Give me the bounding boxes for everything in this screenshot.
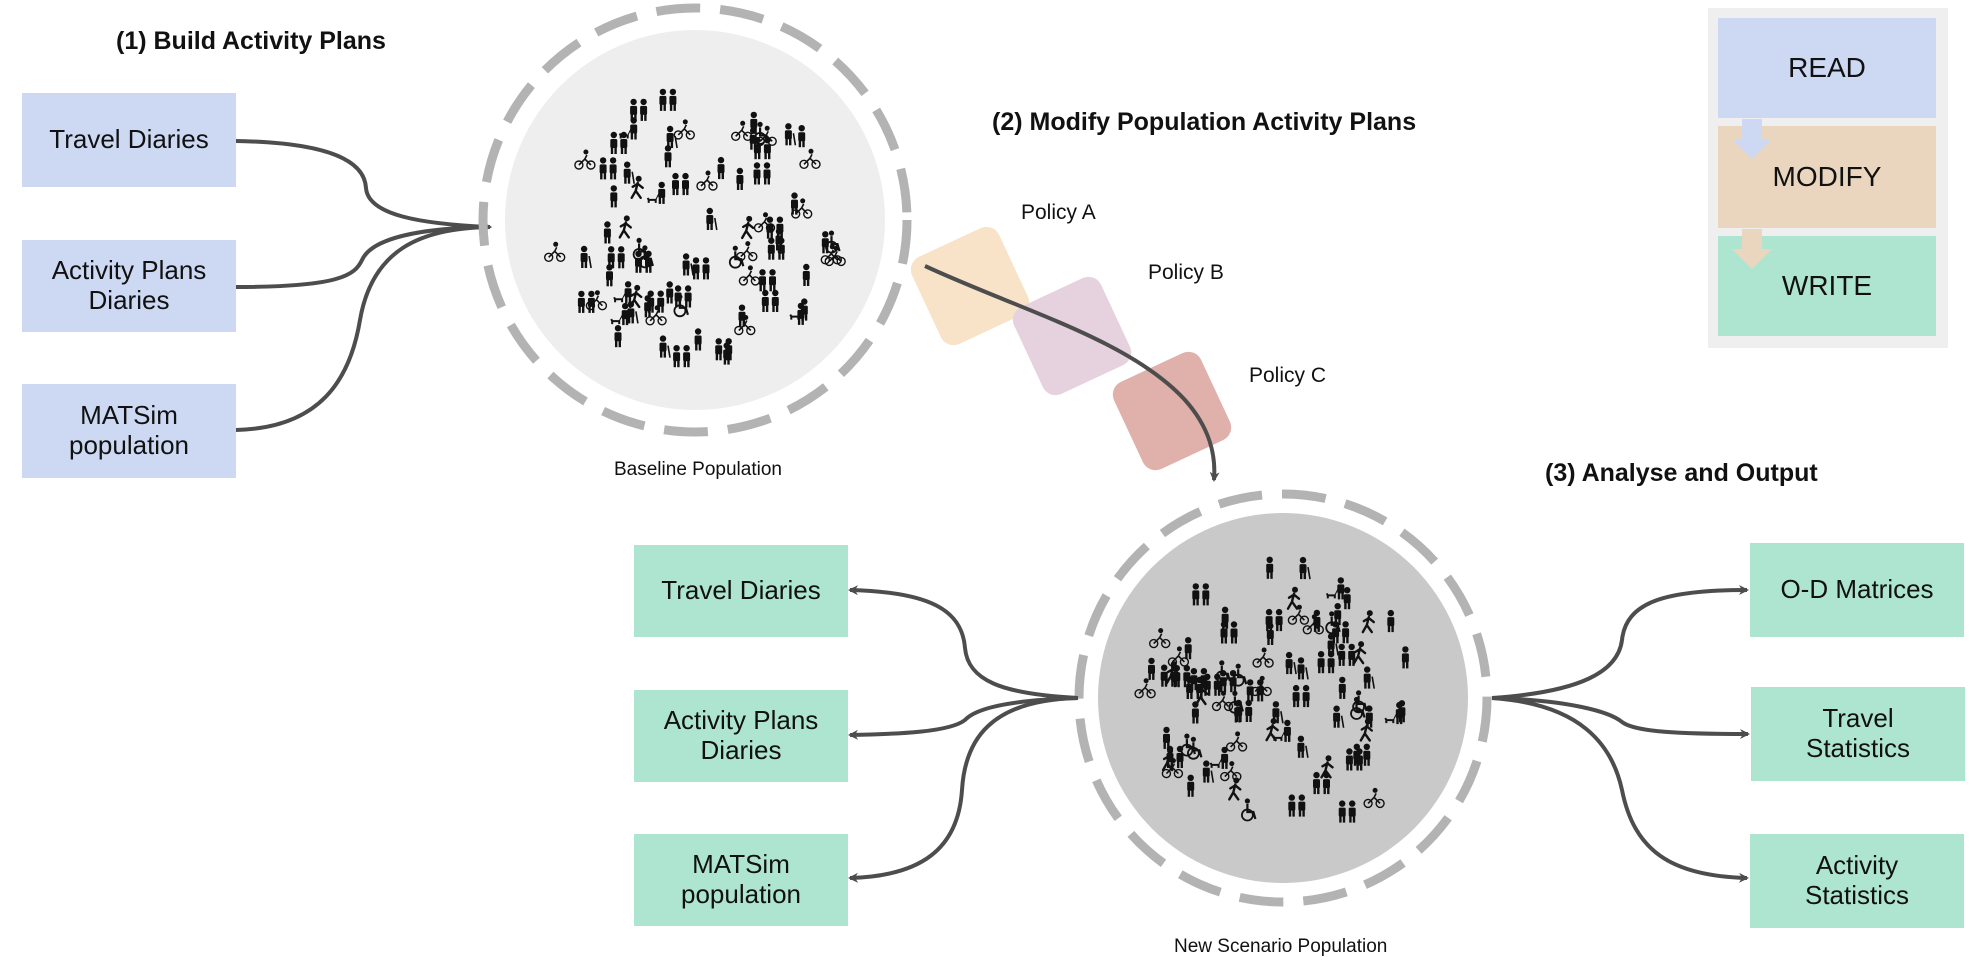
legend-read: READ xyxy=(1718,18,1936,118)
arrow-activity-plans-in xyxy=(235,222,492,289)
policy-a-label: Policy A xyxy=(1021,201,1096,224)
input-box-travel-diaries: Travel Diaries xyxy=(22,93,236,187)
legend-panel: READ MODIFY WRITE xyxy=(1708,8,1948,348)
arrow-travel-statistics xyxy=(1491,696,1750,739)
output-box-travel-diaries: Travel Diaries xyxy=(634,545,848,637)
legend-write-label: WRITE xyxy=(1781,270,1873,301)
output-box-od-matrices: O-D Matrices xyxy=(1750,543,1964,637)
output-label: MATSim population xyxy=(681,849,801,909)
policy-c-label: Policy C xyxy=(1249,364,1327,387)
output-box-matsim-population: MATSim population xyxy=(634,834,848,926)
output-label: Travel Diaries xyxy=(661,575,821,606)
legend-arrow-modify-to-write xyxy=(1732,229,1772,269)
output-box-activity-plans-diaries: Activity Plans Diaries xyxy=(634,690,848,782)
arrow-travel-diaries-out xyxy=(848,585,1079,700)
input-arrows xyxy=(235,139,492,432)
output-label: Activity Plans Diaries xyxy=(663,705,819,765)
arrow-activity-statistics xyxy=(1491,696,1749,883)
baseline-population-circle xyxy=(478,3,912,437)
input-box-matsim-population: MATSim population xyxy=(22,384,236,478)
legend-write: WRITE xyxy=(1718,236,1936,336)
heading-modify-population: (2) Modify Population Activity Plans xyxy=(992,108,1417,136)
arrow-od-matrices xyxy=(1491,585,1749,700)
arrow-matsim-in xyxy=(235,222,492,432)
legend-read-label: READ xyxy=(1788,52,1866,83)
policy-flow-arrow xyxy=(924,264,1220,482)
arrow-travel-diaries-in xyxy=(235,139,492,232)
output-label: Travel Statistics xyxy=(1805,703,1911,763)
heading-build-activity-plans: (1) Build Activity Plans xyxy=(116,27,386,55)
caption-new-scenario-population: New Scenario Population xyxy=(1174,936,1388,957)
output-arrows-right xyxy=(1491,585,1750,883)
heading-analyse-output: (3) Analyse and Output xyxy=(1545,459,1818,487)
input-box-activity-plans-diaries: Activity Plans Diaries xyxy=(22,240,236,332)
output-box-activity-statistics: Activity Statistics xyxy=(1750,834,1964,928)
input-label: Activity Plans Diaries xyxy=(51,255,207,315)
caption-baseline-population: Baseline Population xyxy=(614,459,782,480)
output-label: Activity Statistics xyxy=(1804,850,1910,910)
arrow-activity-plans-out xyxy=(848,696,1079,740)
output-label: O-D Matrices xyxy=(1780,574,1934,605)
input-label: Travel Diaries xyxy=(49,124,209,155)
arrow-matsim-out xyxy=(848,696,1079,883)
output-arrows-left xyxy=(848,585,1079,883)
legend-modify-label: MODIFY xyxy=(1772,161,1882,192)
policy-b-label: Policy B xyxy=(1148,261,1224,284)
output-box-travel-statistics: Travel Statistics xyxy=(1751,687,1965,781)
policy-c-tile xyxy=(1112,351,1232,471)
policy-b-tile xyxy=(1012,276,1132,396)
legend-arrow-read-to-modify xyxy=(1732,119,1772,159)
input-label: MATSim population xyxy=(69,400,189,460)
